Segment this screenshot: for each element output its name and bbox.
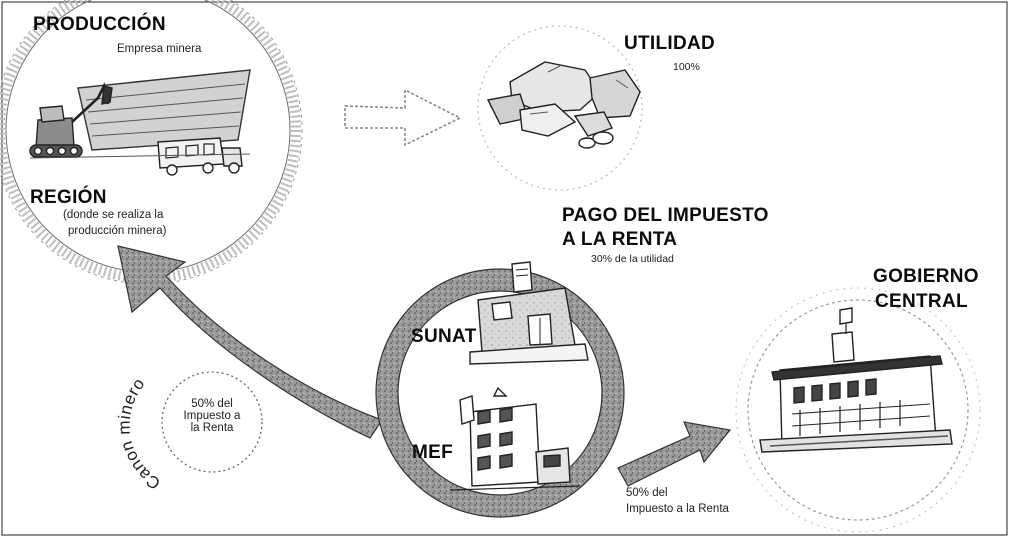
tax-payment-detail: 30% de la utilidad [591, 253, 674, 265]
region-line1: (donde se realiza la [63, 209, 164, 221]
mef-to-central-arrow [617, 421, 732, 487]
canon-share-line3: la Renta [190, 422, 234, 435]
tax-payment-line2: A LA RENTA [562, 229, 678, 250]
sunat-mef-ring [375, 268, 625, 518]
utility-percent: 100% [673, 61, 700, 73]
canon-share-line2: Impuesto a [183, 410, 241, 423]
central-share-line2: Impuesto a la Renta [626, 503, 729, 515]
canon-share-line1: 50% del [191, 398, 233, 410]
production-to-utility-arrow [344, 88, 462, 147]
central-government-line1: GOBIERNO [873, 266, 979, 287]
central-government-circle [735, 287, 981, 533]
region-title: REGIÓN [30, 187, 107, 208]
region-line2: producción minera) [68, 225, 167, 237]
mineral-rocks-icon [486, 61, 641, 149]
central-share-line1: 50% del [626, 487, 668, 499]
tax-payment-line1: PAGO DEL IMPUESTO [562, 205, 769, 226]
canon-share-circle [161, 371, 263, 473]
production-subtitle: Empresa minera [117, 43, 202, 55]
utility-circle [477, 25, 643, 191]
canon-share-text: 50% del Impuesto a la Renta [172, 398, 252, 434]
mef-building-icon [449, 386, 581, 491]
utility-title: UTILIDAD [624, 33, 716, 54]
sunat-label: SUNAT [411, 326, 477, 347]
mining-truck-excavator-icon [29, 69, 251, 176]
canon-return-arrow [117, 245, 383, 439]
mef-label: MEF [412, 442, 454, 463]
production-title: PRODUCCIÓN [33, 14, 166, 35]
central-government-line2: CENTRAL [875, 291, 968, 312]
canon-minero-arc-label: Canon minero [115, 374, 164, 493]
government-palace-icon [759, 307, 953, 453]
sunat-building-icon [469, 261, 589, 365]
page-frame [1, 1, 1008, 536]
